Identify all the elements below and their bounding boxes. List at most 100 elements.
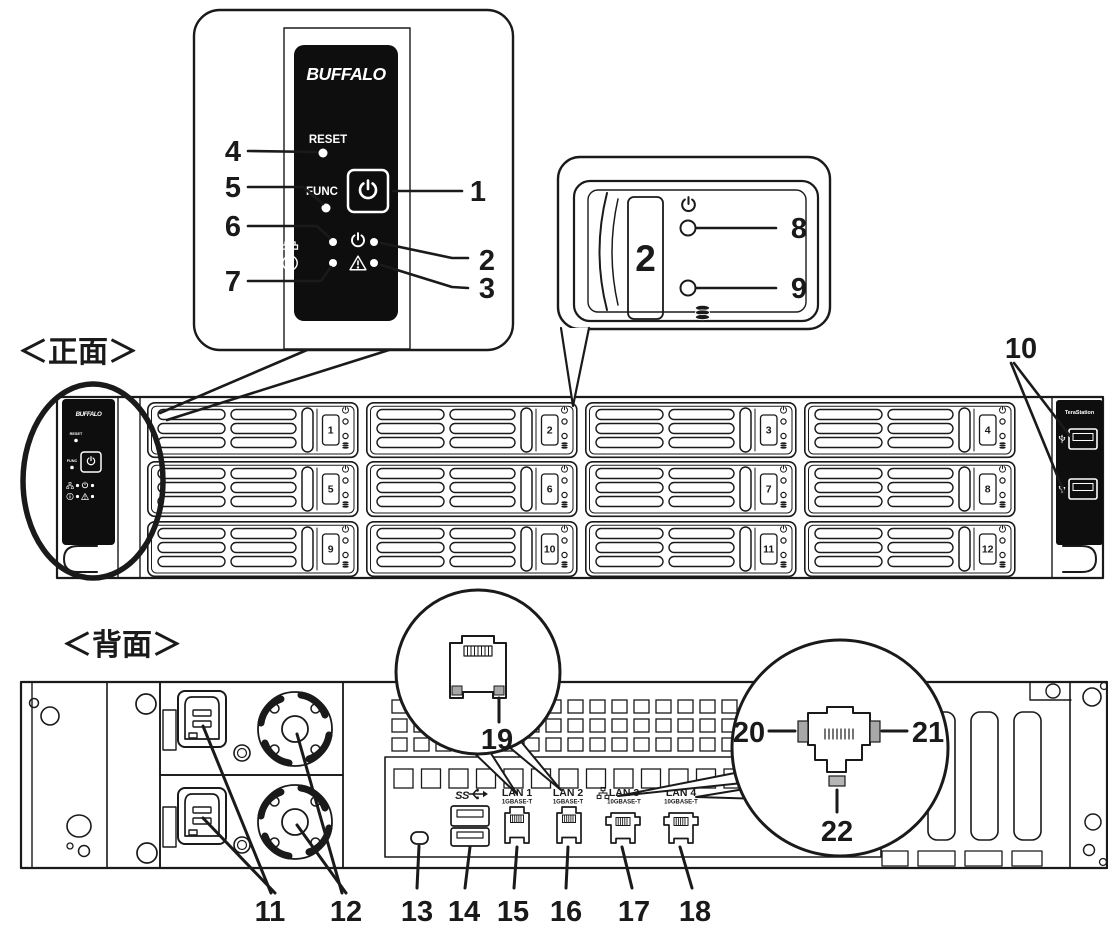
lan3-port [605,812,641,844]
buffalo-logo-small: BUFFALO [76,411,102,418]
callout-number-18: 18 [679,896,711,927]
lan-connector-callout-2: 20 21 22 [617,638,950,858]
front-view-title: ＜正面＞ [18,336,138,369]
drive-number: 3 [766,425,772,437]
tray-number: 2 [635,238,656,279]
usb3-ss-icon: SS [455,790,470,802]
callout-number-8: 8 [791,213,807,245]
thumbscrew [233,744,251,762]
usb-port-front-2 [1068,478,1098,500]
callout-number-16: 16 [550,896,582,927]
rear-chassis [19,680,1108,870]
callout-number-5: 5 [225,172,241,204]
drive-bay [148,403,358,458]
drive-access-led [679,279,697,297]
psu-1 [159,681,344,776]
psu-2 [159,774,344,869]
drive-bay [148,522,358,577]
callout-number-2: 2 [479,245,495,277]
power-button-small [80,451,102,473]
disk-icon [694,304,711,321]
psu-latch [162,709,177,751]
drive-number: 5 [328,484,334,496]
callout-number-12: 12 [330,896,362,927]
callout-number-1: 1 [470,176,486,208]
drive-bay [586,403,796,458]
drive-number: 9 [328,544,334,556]
callout-number-21: 21 [912,717,944,749]
usb-icon [468,788,488,800]
callout-number-17: 17 [618,896,650,927]
callout-number-22: 22 [821,816,853,848]
drive-number: 12 [982,544,994,556]
usb3-ports: SS [450,788,490,847]
drive-bay [148,462,358,517]
callout-number-3: 3 [479,273,495,305]
callout-number-20: 20 [733,717,765,749]
psu-latch [162,806,177,848]
link-led [451,685,463,696]
reset-label: RESET [309,134,347,146]
lan2-speed-label: 1GBASE-T [553,800,584,806]
drive-number: 6 [547,484,553,496]
reset-button [318,148,328,158]
front-view: ＜正面＞ BUFFALO RESET FUNC [18,333,1105,581]
drive-number: 1 [328,425,334,437]
reset-button-small [74,438,78,443]
tray-outline [572,179,820,323]
left-ear-cutout [63,545,98,573]
drive-power-led [679,219,697,237]
drive-bay [367,462,577,517]
act-led [869,720,881,743]
power-button [346,168,390,214]
buffalo-logo: BUFFALO [306,64,386,84]
error-led [370,259,378,267]
lan4-speed-label: 10GBASE-T [664,800,698,806]
drive-number: 11 [763,544,774,556]
lan2-port [556,806,582,844]
rear-view-title: ＜背面＞ [62,629,182,662]
hex-vent-strip [1013,711,1042,841]
act-led [493,685,505,696]
func-label-small: FUNC [67,459,78,463]
drive-bay [367,403,577,458]
fan-icon [258,692,332,766]
callout-number-14: 14 [448,896,480,927]
ac-inlet-icon [177,690,227,748]
lan4-port [663,812,699,844]
lan3-speed-label: 10GBASE-T [607,800,641,806]
rj45-jack-icon [449,635,507,699]
tray-lever [598,192,608,311]
drive-number: 7 [766,484,772,496]
callout-number-6: 6 [225,211,241,243]
callout-number-9: 9 [791,273,807,305]
product-name: TeraStation [1065,410,1094,416]
drive-bay [805,462,1015,517]
screw-hole [135,693,157,715]
callout-number-7: 7 [225,266,241,298]
info-led [329,259,337,267]
usb-port-rear-1 [450,805,490,827]
right-ear-cutout [1062,545,1097,573]
drive-number: 8 [985,484,991,496]
callout-number-11: 11 [255,896,286,927]
front-control-panel-small: BUFFALO RESET FUNC [62,399,115,545]
lan1-speed-label: 1GBASE-T [502,800,533,806]
lan1-port [504,806,530,844]
callout-number-13: 13 [401,896,433,927]
drive-number: 2 [547,425,553,437]
lan3-label: LAN 3 [609,787,639,799]
front-usb-panel: TeraStation [1056,400,1103,545]
drive-tray-callout: 2 8 9 [556,155,832,408]
func-button [321,203,331,213]
reset-label-small: RESET [70,432,83,436]
lan-led [329,238,337,246]
callout-number-4: 4 [225,136,241,168]
tray-number-plate [627,196,664,320]
func-button-small [70,465,74,470]
rear-ports: SS LAN 1 1GBASE-T LAN 2 1GBASE-T LAN 3 [410,786,699,847]
connector-clip [828,775,846,787]
panel-highlight-circle [20,381,166,581]
drive-bay [805,403,1015,458]
